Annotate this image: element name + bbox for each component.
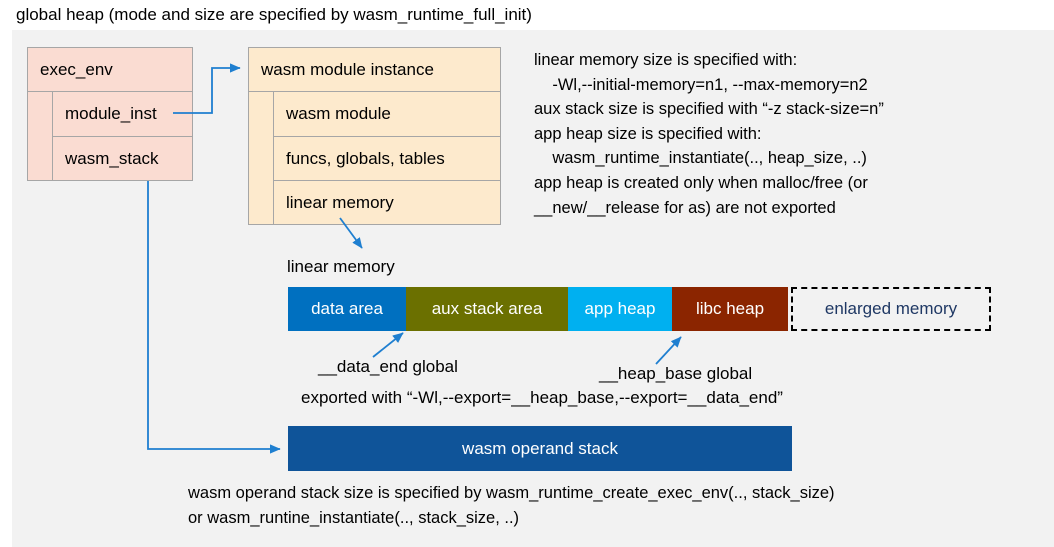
module-instance-field-linear-memory: linear memory <box>274 180 500 225</box>
module-instance-field-list: wasm module funcs, globals, tables linea… <box>274 92 500 225</box>
module-instance-header: wasm module instance <box>249 48 500 92</box>
annotation-data-end: __data_end global <box>318 357 458 376</box>
memory-segment-app-heap: app heap <box>568 287 672 331</box>
linear-memory-note: linear memory size is specified with: -W… <box>534 51 884 217</box>
linear-memory-label: linear memory <box>287 257 395 276</box>
exec-env-body: module_inst wasm_stack <box>28 92 192 180</box>
exec-env-header: exec_env <box>28 48 192 92</box>
memory-segment-libc-heap: libc heap <box>672 287 788 331</box>
exec-env-field-list: module_inst wasm_stack <box>53 92 192 180</box>
memory-segment-aux-stack-area: aux stack area <box>406 287 568 331</box>
page-title: global heap (mode and size are specified… <box>16 5 532 24</box>
annotation-exported-with: exported with “-Wl,--export=__heap_base,… <box>301 388 783 407</box>
exec-env-box: exec_env module_inst wasm_stack <box>27 47 193 181</box>
module-instance-field-wasm-module: wasm module <box>286 104 391 123</box>
wasm-operand-stack-box: wasm operand stack <box>288 426 792 471</box>
module-instance-body: wasm module funcs, globals, tables linea… <box>249 92 500 225</box>
annotation-heap-base: __heap_base global <box>599 364 753 383</box>
wasm-module-instance-box: wasm module instance wasm module funcs, … <box>248 47 501 225</box>
memory-segment-data-area: data area <box>288 287 406 331</box>
exec-env-gutter <box>28 92 53 180</box>
operand-stack-note: wasm operand stack size is specified by … <box>188 484 835 527</box>
module-instance-field-funcs-globals-tables: funcs, globals, tables <box>274 136 500 180</box>
module-instance-gutter <box>249 92 274 225</box>
memory-segment-enlarged-memory: enlarged memory <box>791 287 991 331</box>
exec-env-field-module-inst: module_inst <box>65 104 157 123</box>
exec-env-field-wasm-stack: wasm_stack <box>53 136 192 180</box>
